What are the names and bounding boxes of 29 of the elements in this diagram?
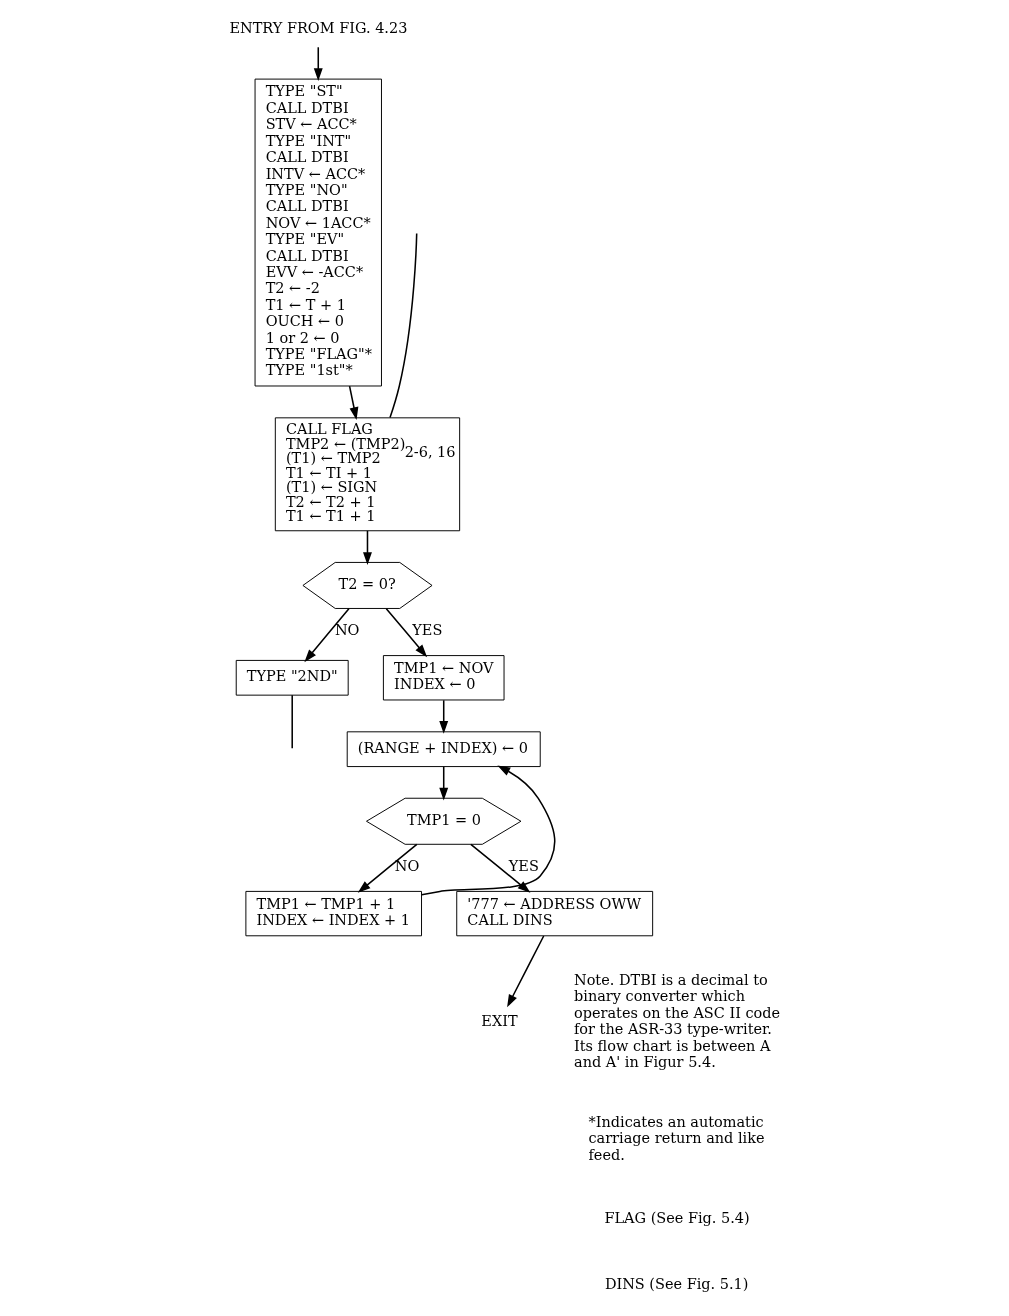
connector [388, 232, 417, 419]
arrow [438, 766, 448, 801]
node-box: TYPE "2ND" [235, 659, 349, 696]
arrow [469, 843, 530, 893]
node-box: '777 ← ADDRESS OWW CALL DINS [455, 890, 653, 937]
connector [290, 694, 293, 749]
node-box: TMP1 ← NOV INDEX ← 0 [382, 655, 504, 701]
edge-label: YES [411, 622, 442, 639]
node-box: (RANGE + INDEX) ← 0 [346, 731, 541, 768]
arrow [362, 530, 372, 565]
node-text: ENTRY FROM FIG. 4.23 [228, 20, 407, 37]
arrow [438, 699, 448, 734]
arrow [506, 935, 544, 1008]
label: *Indicates an automatic carriage return and like feed. [587, 1113, 765, 1163]
arrow [313, 46, 323, 81]
arrow [348, 385, 358, 420]
arrow [303, 608, 350, 663]
edge-label: YES [508, 858, 539, 875]
arrow [420, 765, 555, 896]
node-text: EXIT [480, 1013, 518, 1030]
label: DINS (See Fig. 5.1) [604, 1276, 748, 1293]
label: FLAG (See Fig. 5.4) [603, 1209, 750, 1226]
edge-label: NO [394, 858, 419, 875]
arrow [357, 843, 418, 893]
node-box: TYPE "ST" CALL DTBI STV ← ACC* TYPE "INT" CALL DTBI INTV ← ACC* TYPE "NO" CALL DTBI NOV ← 1ACC* TYPE "EV" CALL DTBI EVV ← -ACC* T2 ← -2 T1 ← T + 1 OUCH ← 0 1 or 2 ← 0 TYPE "FLAG"* TYPE "1st"* [254, 78, 382, 387]
edge-label: NO [334, 622, 359, 639]
node-box: TMP1 ← TMP1 + 1 INDEX ← INDEX + 1 [244, 890, 422, 937]
label: Note. DTBI is a decimal to binary converter which operates on the ASC II code for the ASR-33 type-writer. Its flow chart is between A and A' in Figur 5.4. [573, 972, 780, 1071]
arrow [385, 608, 427, 658]
